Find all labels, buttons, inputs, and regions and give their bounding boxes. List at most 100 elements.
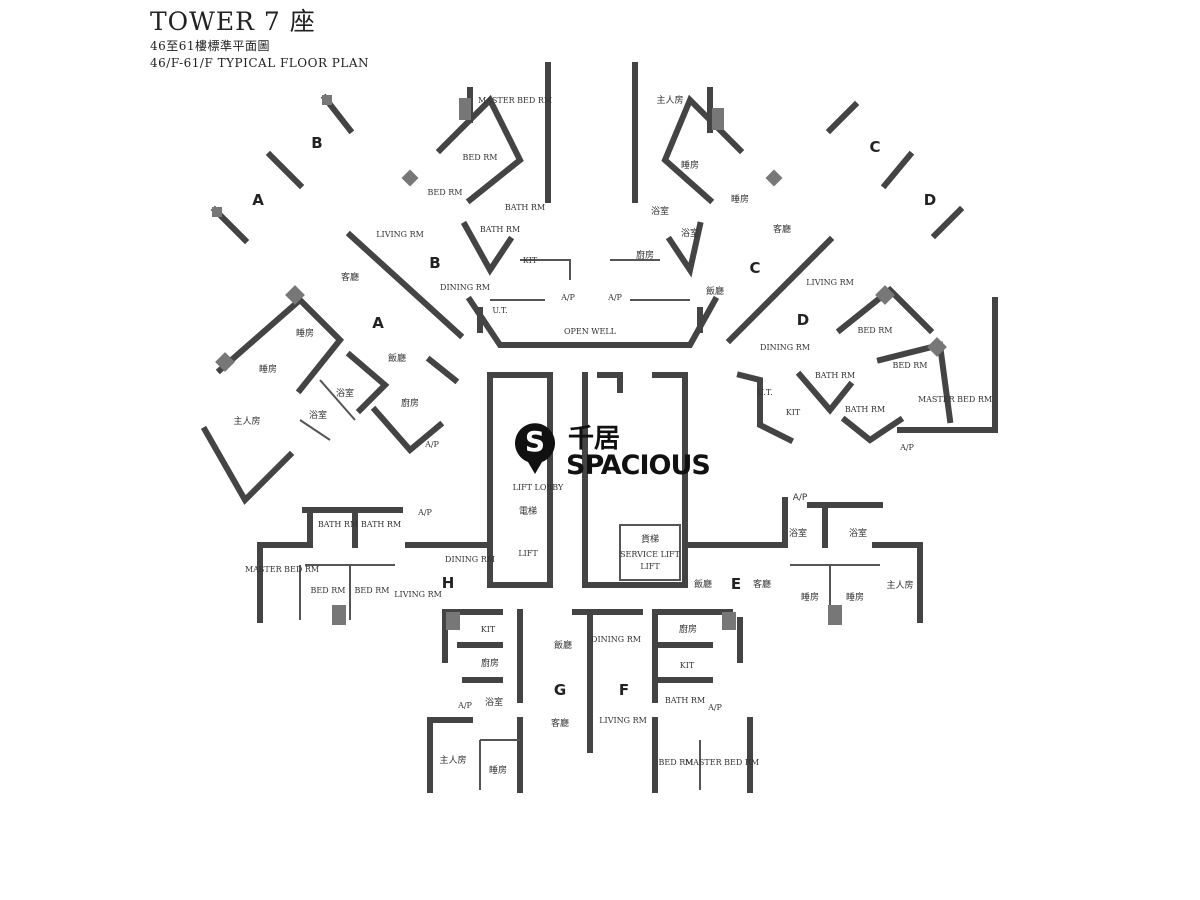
room-label: MASTER BED RM [685, 758, 759, 767]
room-label: 睡房 [731, 193, 749, 205]
unit-gf-walls [427, 609, 753, 793]
unit-a-walls [200, 285, 460, 505]
unit-label-a: A [372, 314, 384, 332]
room-label: DINING RM [445, 555, 495, 564]
room-label: LIFT LOBBY [513, 483, 564, 492]
room-label: 浴室 [651, 205, 669, 217]
room-label: LIVING RM [376, 230, 424, 239]
room-label: 飯廳 [554, 639, 572, 651]
room-label: 浴室 [485, 696, 503, 708]
unit-label-c-outer: C [869, 138, 880, 156]
room-label: 主人房 [439, 754, 466, 766]
room-label: LIVING RM [806, 278, 854, 287]
room-label: BED RM [311, 586, 346, 595]
unit-labels: A A B B C C D D E F G H [252, 134, 936, 699]
room-label: BATH RM [845, 405, 885, 414]
room-label: DINING RM [760, 343, 810, 352]
logo-text-en: SPACIOUS [566, 450, 711, 481]
room-label: 貨梯 [641, 533, 659, 545]
room-label: LIVING RM [599, 716, 647, 725]
room-label: SERVICE LIFT [620, 550, 681, 559]
room-label: BATH RM [318, 520, 358, 529]
room-label: 客廳 [551, 717, 569, 729]
unit-label-a-outer: A [252, 191, 264, 209]
unit-label-h: H [442, 574, 455, 592]
room-label: U.T. [757, 388, 772, 397]
room-label: 浴室 [789, 527, 807, 539]
room-label: 廚房 [636, 249, 654, 261]
room-label: 主人房 [886, 579, 913, 591]
room-label: BATH RM [505, 203, 545, 212]
room-label: 睡房 [489, 764, 507, 776]
logo-mark: S [525, 425, 545, 458]
unit-label-g: G [554, 681, 566, 699]
room-label: 廚房 [679, 623, 697, 635]
room-label: 客廳 [341, 271, 359, 283]
room-label: 睡房 [681, 159, 699, 171]
room-label: 睡房 [801, 591, 819, 603]
room-label: 客廳 [753, 578, 771, 590]
unit-label-b: B [429, 254, 440, 272]
room-label: A/P [899, 443, 914, 452]
room-label: 睡房 [296, 327, 314, 339]
room-label: A/P [417, 508, 432, 517]
room-labels: MASTER BED RM BED RM BED RM BATH RM BATH… [233, 94, 992, 776]
room-label: BATH RM [815, 371, 855, 380]
room-label: 浴室 [309, 409, 327, 421]
service-lift-shaft [619, 524, 681, 581]
room-label: BED RM [428, 188, 463, 197]
room-label: 飯廳 [694, 578, 712, 590]
room-label: 浴室 [336, 387, 354, 399]
unit-h-walls [257, 507, 493, 625]
room-label: BED RM [463, 153, 498, 162]
plan-subtitle-en: 46/F-61/F TYPICAL FLOOR PLAN [150, 56, 370, 70]
room-label: 主人房 [233, 415, 260, 427]
room-label: KIT [481, 625, 496, 634]
unit-label-d: D [797, 311, 809, 329]
room-label: MASTER BED RM [918, 395, 992, 404]
room-label: 客廳 [773, 223, 791, 235]
room-label: A/P [424, 440, 439, 449]
plan-header: TOWER 7 座 46至61樓標準平面圖 46/F-61/F TYPICAL … [150, 2, 369, 72]
unit-label-f: F [619, 681, 629, 699]
room-label: KIT [680, 661, 695, 670]
spacious-logo-icon: S [515, 423, 555, 474]
room-label: MASTER BED RM [478, 96, 552, 105]
unit-label-d-outer: D [924, 191, 936, 209]
room-label: BED RM [858, 326, 893, 335]
room-label: LIFT [518, 549, 538, 558]
room-label: 飯廳 [706, 285, 724, 297]
unit-label-c: C [749, 259, 760, 277]
room-label: BED RM [355, 586, 390, 595]
room-label: BATH RM [665, 696, 705, 705]
room-label: MASTER BED RM [245, 565, 319, 574]
room-label: BATH RM [361, 520, 401, 529]
room-label: 主人房 [656, 94, 683, 106]
outer-fragments [210, 93, 965, 340]
room-label: A/P [607, 293, 622, 302]
room-label: 浴室 [681, 227, 699, 239]
unit-e-walls [687, 497, 923, 625]
unit-d-walls [725, 235, 998, 445]
room-label: 廚房 [481, 657, 499, 669]
unit-label-e: E [731, 575, 741, 593]
room-label: A/P [560, 293, 575, 302]
room-label: DINING RM [591, 635, 641, 644]
room-label: A/P [793, 493, 808, 503]
room-label: KIT [786, 408, 801, 417]
room-label: 睡房 [846, 591, 864, 603]
room-label: BED RM [659, 758, 694, 767]
room-label: 睡房 [259, 363, 277, 375]
room-label: OPEN WELL [564, 327, 617, 336]
room-label: LIVING RM [394, 590, 442, 599]
room-label: BATH RM [480, 225, 520, 234]
room-label: A/P [457, 701, 472, 710]
plan-title: TOWER 7 座 [150, 7, 316, 36]
room-label: BED RM [893, 361, 928, 370]
central-core [487, 372, 688, 753]
room-label: 飯廳 [388, 352, 406, 364]
room-label: 廚房 [401, 397, 419, 409]
plan-subtitle-cn: 46至61樓標準平面圖 [150, 39, 271, 53]
room-label: KIT [523, 256, 538, 265]
